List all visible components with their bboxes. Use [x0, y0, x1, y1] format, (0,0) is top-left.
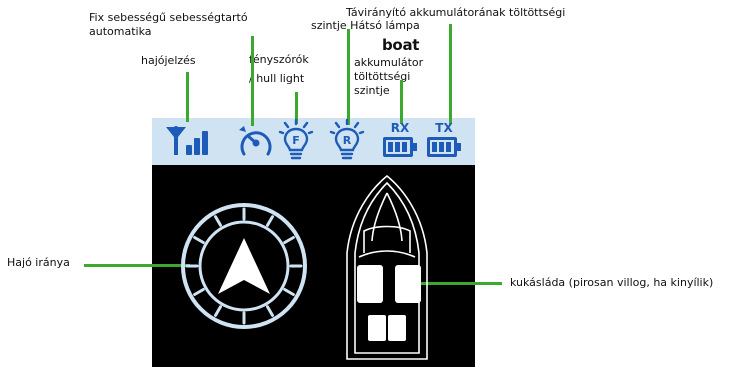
rear-lamp-label: szintje Hátsó lámpa — [311, 19, 420, 32]
compass-tick — [266, 305, 274, 317]
leader-line-bait-box — [412, 282, 502, 285]
signal-label: hajójelzés — [141, 54, 196, 67]
heading-arrow-icon — [218, 238, 270, 294]
boat-top-view-icon — [346, 174, 428, 360]
leader-line-cruise — [251, 36, 254, 126]
compass-tick — [283, 236, 295, 244]
bait-box-label: kukásláda (pirosan villog, ha kinyílik) — [510, 276, 714, 289]
bait-box-right — [395, 265, 421, 303]
compass-tick — [214, 305, 222, 317]
headlights-label-line2: / hull light — [249, 72, 305, 85]
compass-tick — [193, 288, 205, 296]
front-light-bulb-icon: F — [278, 118, 314, 160]
tx-label: TX — [435, 121, 453, 135]
rear-light-bulb-icon: R — [329, 118, 365, 160]
heading-label: Hajó iránya — [7, 256, 70, 269]
signal-strength-icon — [166, 126, 208, 155]
compass-tick — [266, 215, 274, 227]
leader-line-headlights — [295, 92, 298, 124]
remote-battery-label: Távirányító akkumulátorának töltöttségi — [346, 6, 566, 19]
leader-line-signal — [186, 72, 189, 122]
speedometer-icon — [239, 126, 272, 156]
rear-seat-right — [388, 315, 406, 341]
compass-tick — [193, 236, 205, 244]
rear-light-letter: R — [343, 134, 352, 147]
leader-line-battery-tx — [449, 24, 452, 124]
cruise-control-label: Fix sebességű sebességtartó automatika — [89, 11, 248, 38]
leader-line-heading — [84, 264, 190, 267]
headlights-label-line1: fényszórók — [249, 53, 309, 66]
boat-battery-label: akkumulátor töltöttségi szintje — [354, 56, 424, 97]
rx-battery-icon: RX — [383, 121, 417, 157]
leader-line-battery-rx — [400, 80, 403, 124]
rear-seat-left — [368, 315, 386, 341]
display-screen — [152, 165, 475, 367]
compass-tick — [283, 288, 295, 296]
compass-tick — [214, 215, 222, 227]
front-light-letter: F — [292, 134, 300, 147]
compass-icon — [181, 203, 307, 329]
brand-logo: boat — [382, 36, 420, 54]
bait-box-left — [357, 265, 383, 303]
tx-battery-icon: TX — [427, 121, 461, 157]
leader-line-rear — [347, 29, 350, 125]
rx-label: RX — [391, 121, 410, 135]
